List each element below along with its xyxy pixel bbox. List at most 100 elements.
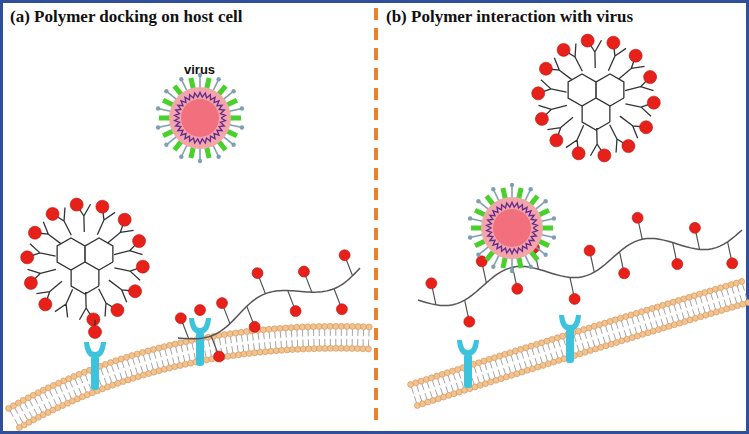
pin-head: [240, 106, 244, 110]
ligand-ball: [118, 213, 131, 226]
lipid-head: [284, 347, 290, 353]
linear-polymer: [418, 212, 742, 327]
pin-head: [476, 253, 480, 257]
ligand-ball: [426, 278, 437, 289]
lipid-head: [145, 348, 151, 354]
lipid-head: [241, 351, 247, 357]
receptor-cup: [457, 340, 479, 356]
panel-heading: (b) Polymer interaction with virus: [386, 7, 633, 27]
lipid-head: [262, 349, 268, 355]
lipid-head: [134, 351, 140, 357]
lipid-head: [252, 350, 258, 356]
lipid-head: [360, 346, 366, 352]
virus-particle: [468, 183, 556, 273]
lipid-head: [150, 346, 156, 352]
polymer-chain: [178, 268, 360, 339]
lipid-head: [355, 346, 361, 352]
pin-head: [468, 235, 472, 239]
lipid-head: [260, 327, 266, 333]
lipid-head: [361, 324, 367, 330]
lipid-head: [322, 323, 328, 329]
virus-particle: [156, 73, 244, 163]
lipid-head: [273, 348, 279, 354]
ligand-ball: [87, 313, 100, 326]
lipid-head: [246, 350, 252, 356]
pin-head: [216, 155, 220, 159]
ligand-ball: [532, 87, 545, 100]
ligand-ball: [539, 62, 552, 75]
ligand-ball: [89, 326, 102, 339]
lipid-head: [183, 339, 189, 345]
pin-head: [231, 89, 235, 93]
lipid-head: [295, 346, 301, 352]
ligand-ball: [249, 321, 260, 332]
ligand-ball: [136, 260, 149, 273]
lipid-head: [225, 353, 231, 359]
lipid-head: [233, 330, 239, 336]
lipid-head: [349, 345, 355, 351]
linear-polymer: [175, 250, 360, 362]
lipid-head: [739, 279, 745, 285]
pin-head: [164, 89, 168, 93]
lipid-head: [299, 324, 305, 330]
polymer-chain: [418, 230, 742, 306]
lipid-head: [257, 349, 263, 355]
ligand-ball: [133, 235, 146, 248]
ligand-ball: [689, 222, 700, 233]
panel-divider: [374, 8, 378, 428]
lipid-head: [288, 325, 294, 331]
lipid-head: [188, 360, 194, 366]
lipid-head: [327, 323, 333, 329]
ligand-ball: [640, 121, 653, 134]
pin-head: [179, 77, 183, 81]
lipid-head: [305, 324, 311, 330]
lipid-head: [300, 346, 306, 352]
ligand-ball: [464, 316, 475, 327]
pin-head: [528, 187, 532, 191]
ligand-ball: [557, 43, 570, 56]
ligand-ball: [672, 259, 683, 270]
lipid-head: [365, 346, 371, 352]
ligand-ball: [336, 304, 347, 315]
ligand-ball: [96, 200, 109, 213]
receptor-cup: [559, 315, 581, 331]
lipid-head: [178, 340, 184, 346]
side-chain: [431, 218, 732, 322]
lipid-head: [156, 345, 162, 351]
receptor: [457, 340, 479, 388]
lipid-head: [182, 361, 188, 367]
pin-head: [491, 187, 495, 191]
lipid-head: [306, 346, 312, 352]
dendrimer-polymer: [21, 198, 150, 326]
pin-head: [510, 183, 514, 187]
lipid-head: [167, 342, 173, 348]
ligand-ball: [572, 147, 585, 160]
ligand-ball: [339, 250, 350, 261]
receptor-stem: [91, 356, 99, 390]
ligand-ball: [647, 96, 660, 109]
polymer-backbone: [27, 204, 143, 319]
ligand-ball: [598, 149, 611, 162]
lipid-head: [316, 324, 322, 330]
ligand-ball: [217, 298, 228, 309]
pin-head: [198, 159, 202, 163]
lipid-head: [317, 346, 323, 352]
lipid-head: [294, 324, 300, 330]
ligand-ball: [512, 283, 523, 294]
ligand-ball: [46, 207, 59, 220]
lipid-head: [204, 357, 210, 363]
lipid-tails: [10, 329, 369, 425]
pin-head: [216, 77, 220, 81]
lipid-head: [161, 344, 167, 350]
ligand-ball: [195, 305, 206, 316]
lipid-head: [333, 323, 339, 329]
ligand-ball: [550, 134, 563, 147]
lipid-head: [745, 300, 749, 306]
pin-head: [528, 265, 532, 269]
ligand-ball: [290, 306, 301, 317]
pin-head: [510, 269, 514, 273]
ligand-ball: [111, 304, 124, 317]
viral-genome: [487, 203, 538, 254]
pin-head: [240, 125, 244, 129]
